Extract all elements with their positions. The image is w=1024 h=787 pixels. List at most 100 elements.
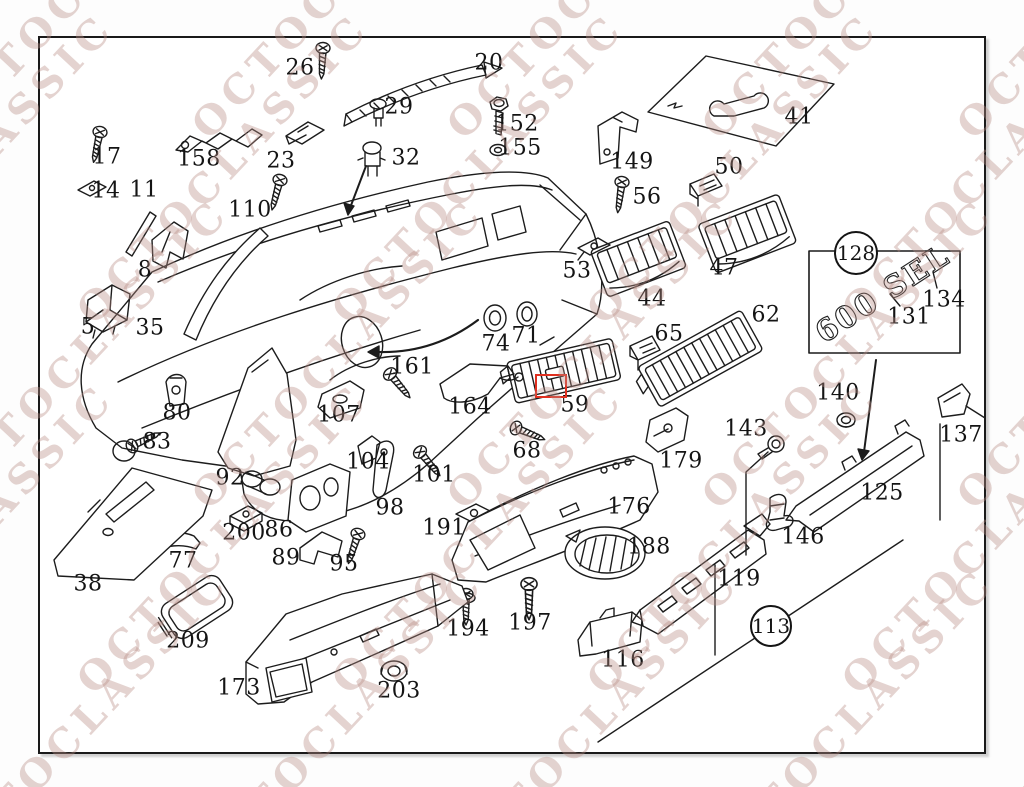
part-29-clip bbox=[369, 98, 387, 127]
part-label-83: 83 bbox=[142, 429, 172, 455]
part-155-washer bbox=[489, 143, 507, 157]
part-119-strip bbox=[631, 513, 771, 635]
part-label-209: 209 bbox=[166, 628, 210, 654]
part-53-clip bbox=[577, 237, 611, 261]
part-35-trim bbox=[183, 227, 269, 341]
part-158-bracket bbox=[175, 128, 263, 153]
part-140-nut bbox=[836, 412, 856, 428]
part-71-ring bbox=[516, 301, 538, 327]
dashboard-body bbox=[80, 171, 603, 522]
part-label-23: 23 bbox=[266, 148, 296, 174]
part-label-188: 188 bbox=[627, 534, 671, 560]
part-label-137: 137 bbox=[939, 422, 983, 448]
part-80-clip bbox=[165, 373, 187, 407]
emblem-inset-box: 600 SEL bbox=[808, 238, 961, 354]
part-176-glovebox bbox=[451, 455, 659, 583]
part-62-vent bbox=[635, 310, 763, 407]
part-38-panel bbox=[53, 467, 213, 581]
part-label-116: 116 bbox=[601, 647, 645, 673]
part-label-65: 65 bbox=[654, 321, 684, 347]
part-203-nut bbox=[380, 660, 408, 682]
selected-part-highlight[interactable] bbox=[535, 374, 567, 398]
part-label-194: 194 bbox=[446, 616, 490, 642]
part-209-lamp bbox=[157, 574, 234, 640]
part-164-plate bbox=[439, 363, 524, 403]
part-label-131: 131 bbox=[887, 304, 931, 330]
part-5-switch bbox=[85, 284, 131, 339]
part-143-pushpin bbox=[757, 435, 785, 460]
part-label-104: 104 bbox=[346, 449, 390, 475]
part-label-74: 74 bbox=[481, 331, 511, 357]
part-98-bracket bbox=[372, 440, 395, 499]
part-47-vent bbox=[698, 194, 797, 273]
part-label-26: 26 bbox=[285, 55, 315, 81]
part-label-41: 41 bbox=[784, 104, 814, 130]
part-86-bezel bbox=[287, 463, 351, 533]
part-label-92: 92 bbox=[215, 465, 245, 491]
part-32-clip bbox=[357, 141, 386, 177]
part-50-switch bbox=[689, 173, 723, 207]
part-label-200: 200 bbox=[222, 520, 266, 546]
part-125-trim bbox=[785, 419, 925, 533]
part-label-62: 62 bbox=[751, 302, 781, 328]
part-label-17: 17 bbox=[92, 144, 122, 170]
part-label-86: 86 bbox=[264, 517, 294, 543]
part-label-89: 89 bbox=[271, 545, 301, 571]
part-label-38: 38 bbox=[73, 571, 103, 597]
part-label-173: 173 bbox=[217, 675, 261, 701]
part-label-95: 95 bbox=[329, 551, 359, 577]
part-label-32: 32 bbox=[391, 145, 421, 171]
part-label-119: 119 bbox=[717, 566, 761, 592]
part-label-35: 35 bbox=[135, 315, 165, 341]
part-label-101: 101 bbox=[412, 462, 456, 488]
part-label-158: 158 bbox=[177, 146, 221, 172]
part-label-68: 68 bbox=[512, 438, 542, 464]
part-label-11: 11 bbox=[129, 177, 159, 203]
part-label-164: 164 bbox=[448, 394, 492, 420]
part-label-14: 14 bbox=[91, 178, 121, 204]
part-173-lower-panel bbox=[245, 573, 469, 705]
part-116-bracket bbox=[577, 607, 643, 657]
part-137-clip bbox=[937, 383, 971, 418]
part-152-bolt bbox=[489, 96, 509, 136]
part-label-56: 56 bbox=[632, 184, 662, 210]
part-11-strip bbox=[125, 211, 157, 257]
part-179-bracket bbox=[645, 407, 689, 453]
part-label-44: 44 bbox=[637, 286, 667, 312]
leader-lines bbox=[597, 227, 986, 743]
part-14-clip bbox=[77, 180, 107, 197]
part-label-77: 77 bbox=[168, 548, 198, 574]
part-label-146: 146 bbox=[781, 524, 825, 550]
part-label-80: 80 bbox=[162, 400, 192, 426]
part-label-107: 107 bbox=[317, 402, 361, 428]
part-label-29: 29 bbox=[384, 94, 414, 120]
part-188-speaker-cover bbox=[564, 526, 646, 580]
part-92-roller bbox=[241, 470, 281, 496]
part-label-47: 47 bbox=[709, 255, 739, 281]
part-label-110: 110 bbox=[228, 197, 272, 223]
part-label-140: 140 bbox=[816, 380, 860, 406]
part-label-152: 152 bbox=[495, 111, 539, 137]
part-56-screw bbox=[610, 174, 631, 215]
part-44-vent bbox=[590, 221, 687, 297]
part-label-134: 134 bbox=[922, 287, 966, 313]
part-label-53: 53 bbox=[562, 258, 592, 284]
part-label-5: 5 bbox=[80, 314, 96, 340]
part-label-176: 176 bbox=[607, 494, 651, 520]
part-label-143: 143 bbox=[724, 416, 768, 442]
part-label-149: 149 bbox=[610, 149, 654, 175]
part-label-125: 125 bbox=[860, 480, 904, 506]
part-label-71: 71 bbox=[511, 323, 541, 349]
part-label-20: 20 bbox=[474, 50, 504, 76]
part-label-98: 98 bbox=[375, 495, 405, 521]
part-26-screw bbox=[313, 41, 331, 81]
part-89-bracket bbox=[299, 531, 343, 565]
part-104-bracket bbox=[357, 435, 381, 465]
circled-part-label-113: 113 bbox=[750, 605, 792, 647]
part-107-box bbox=[317, 380, 365, 419]
part-label-197: 197 bbox=[508, 610, 552, 636]
part-label-203: 203 bbox=[377, 678, 421, 704]
pointer-arrows bbox=[343, 165, 877, 461]
